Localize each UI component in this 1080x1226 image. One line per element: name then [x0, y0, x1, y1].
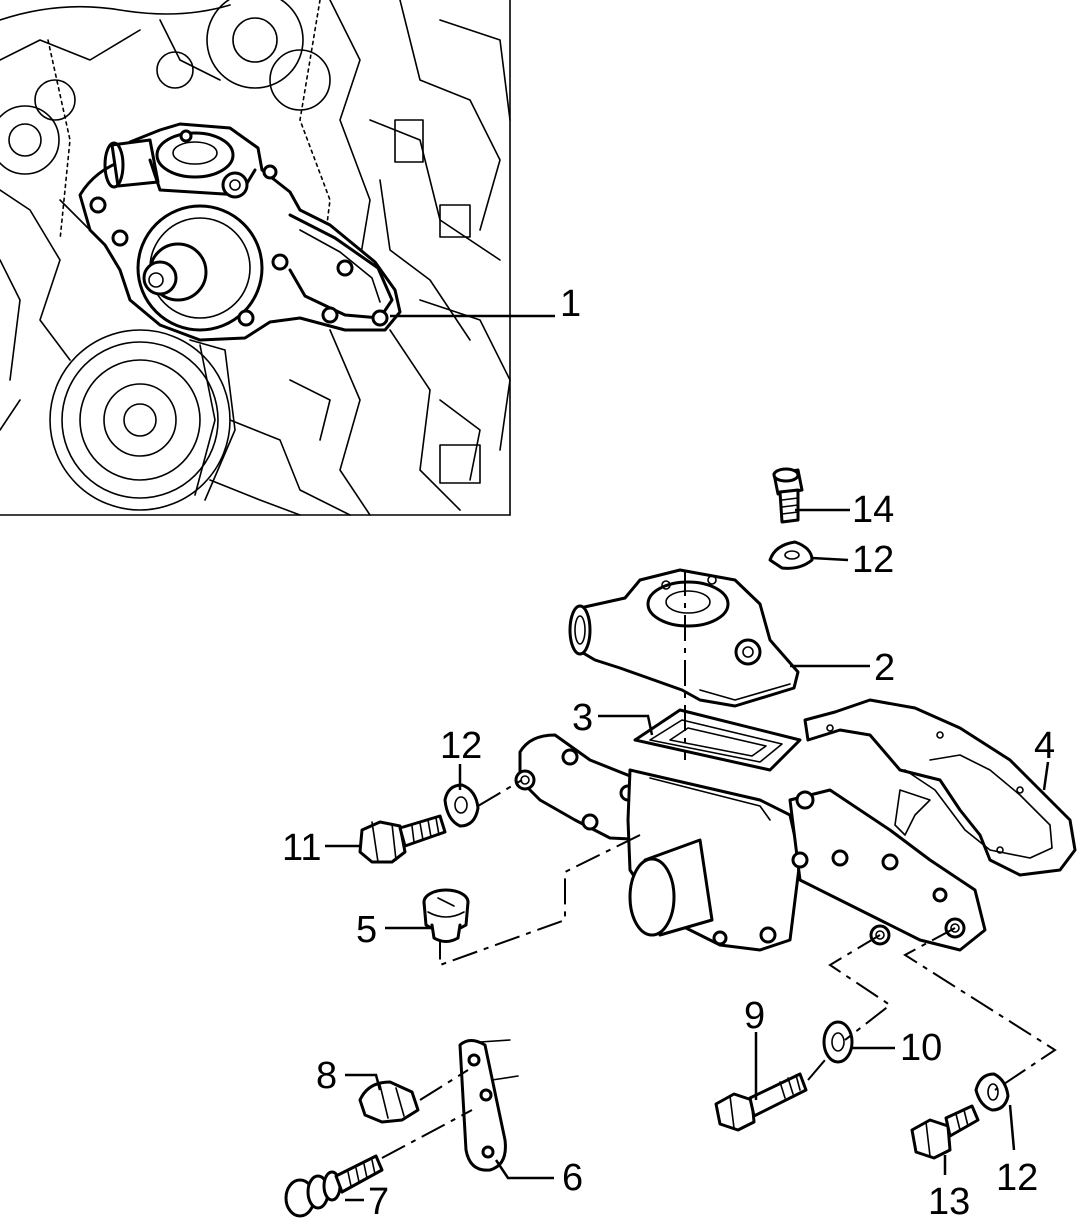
callout-12-top: 12	[852, 539, 894, 581]
bolt-part-9	[714, 1072, 808, 1132]
gasket-part-4	[803, 698, 1077, 877]
water-pump-assembly-part-1	[78, 122, 402, 342]
pump-cover-part-2	[568, 568, 800, 708]
callout-12-left: 12	[440, 725, 482, 767]
washer-part-12-top	[768, 540, 814, 570]
callout-11: 11	[282, 827, 321, 869]
callout-2: 2	[874, 647, 895, 689]
callout-4: 4	[1034, 725, 1055, 767]
pump-housing-main	[514, 733, 987, 952]
bracket-part-6	[458, 1039, 519, 1172]
crank-pulley	[49, 329, 236, 511]
bolt-part-13	[910, 1104, 980, 1160]
assembly-center-lines	[381, 570, 1057, 1159]
engine-inset	[0, 0, 511, 516]
callout-7: 7	[368, 1181, 389, 1223]
callout-10: 10	[900, 1027, 942, 1069]
callout-13: 13	[928, 1181, 970, 1223]
engine-background-lines	[0, 0, 511, 516]
bolt-part-11	[358, 814, 447, 864]
callout-14: 14	[852, 489, 894, 531]
clip-part-8	[358, 1080, 420, 1124]
callout-6: 6	[562, 1157, 583, 1199]
callout-9: 9	[744, 995, 765, 1037]
washer-part-12-left	[443, 783, 480, 828]
washer-part-10	[822, 1020, 854, 1064]
callout-numbers: 1 14 12 2 3 4 12 11 5 8 6 7 9 10 13 12	[282, 283, 1055, 1223]
callout-5: 5	[356, 909, 377, 951]
bolt-part-7	[284, 1154, 384, 1218]
gasket-part-3	[633, 708, 802, 772]
callout-3: 3	[572, 697, 593, 739]
callout-leader-lines	[325, 314, 1050, 1202]
callout-8: 8	[316, 1055, 337, 1097]
plug-part-5	[422, 888, 470, 943]
washer-part-12-bottom	[974, 1072, 1010, 1112]
bolt-part-14	[772, 467, 804, 524]
callout-12-bottom: 12	[996, 1157, 1038, 1199]
callout-1: 1	[560, 283, 581, 325]
